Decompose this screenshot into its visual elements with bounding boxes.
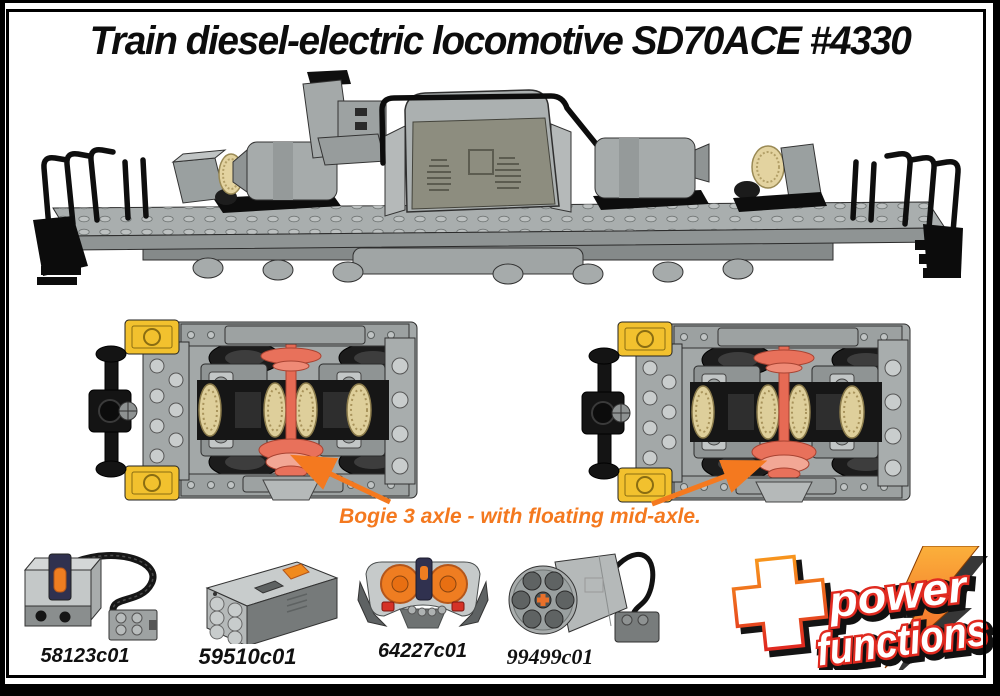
part-image-ir-receiver xyxy=(23,552,158,641)
deck xyxy=(52,201,948,251)
part-label-99499c01: 99499c01 xyxy=(506,644,594,669)
lightning-bolt-icon xyxy=(884,546,988,670)
part-label-59510c01: 59510c01 xyxy=(198,644,297,669)
battery-box-block xyxy=(384,89,572,217)
motor-assembly-left xyxy=(171,141,341,213)
page-title: Train diesel-electric locomotive SD70ACE… xyxy=(89,19,912,63)
power-cable xyxy=(379,93,636,173)
arrow-to-left-bogie xyxy=(289,454,392,505)
arrow-to-right-bogie xyxy=(651,459,768,507)
power-functions-logo: power power functions functions xyxy=(731,546,993,670)
pilot-steps-right xyxy=(915,224,963,278)
handrails-right xyxy=(850,150,961,235)
pilot-steps-left xyxy=(33,216,88,285)
tower-assembly xyxy=(302,70,387,166)
plus-icon xyxy=(731,554,835,658)
motor-assembly-right xyxy=(593,137,827,212)
locomotive-render xyxy=(33,70,963,285)
bogie-annotation-label: Bogie 3 axle - with floating mid-axle. xyxy=(339,505,701,528)
annotation-arrows xyxy=(289,454,768,507)
handrails-left xyxy=(41,146,149,231)
part-image-battery-box xyxy=(205,561,339,644)
part-image-ir-remote xyxy=(357,557,489,629)
part-label-64227c01: 64227c01 xyxy=(378,640,467,662)
part-image-motor xyxy=(508,552,660,643)
part-label-58123c01: 58123c01 xyxy=(40,645,130,667)
